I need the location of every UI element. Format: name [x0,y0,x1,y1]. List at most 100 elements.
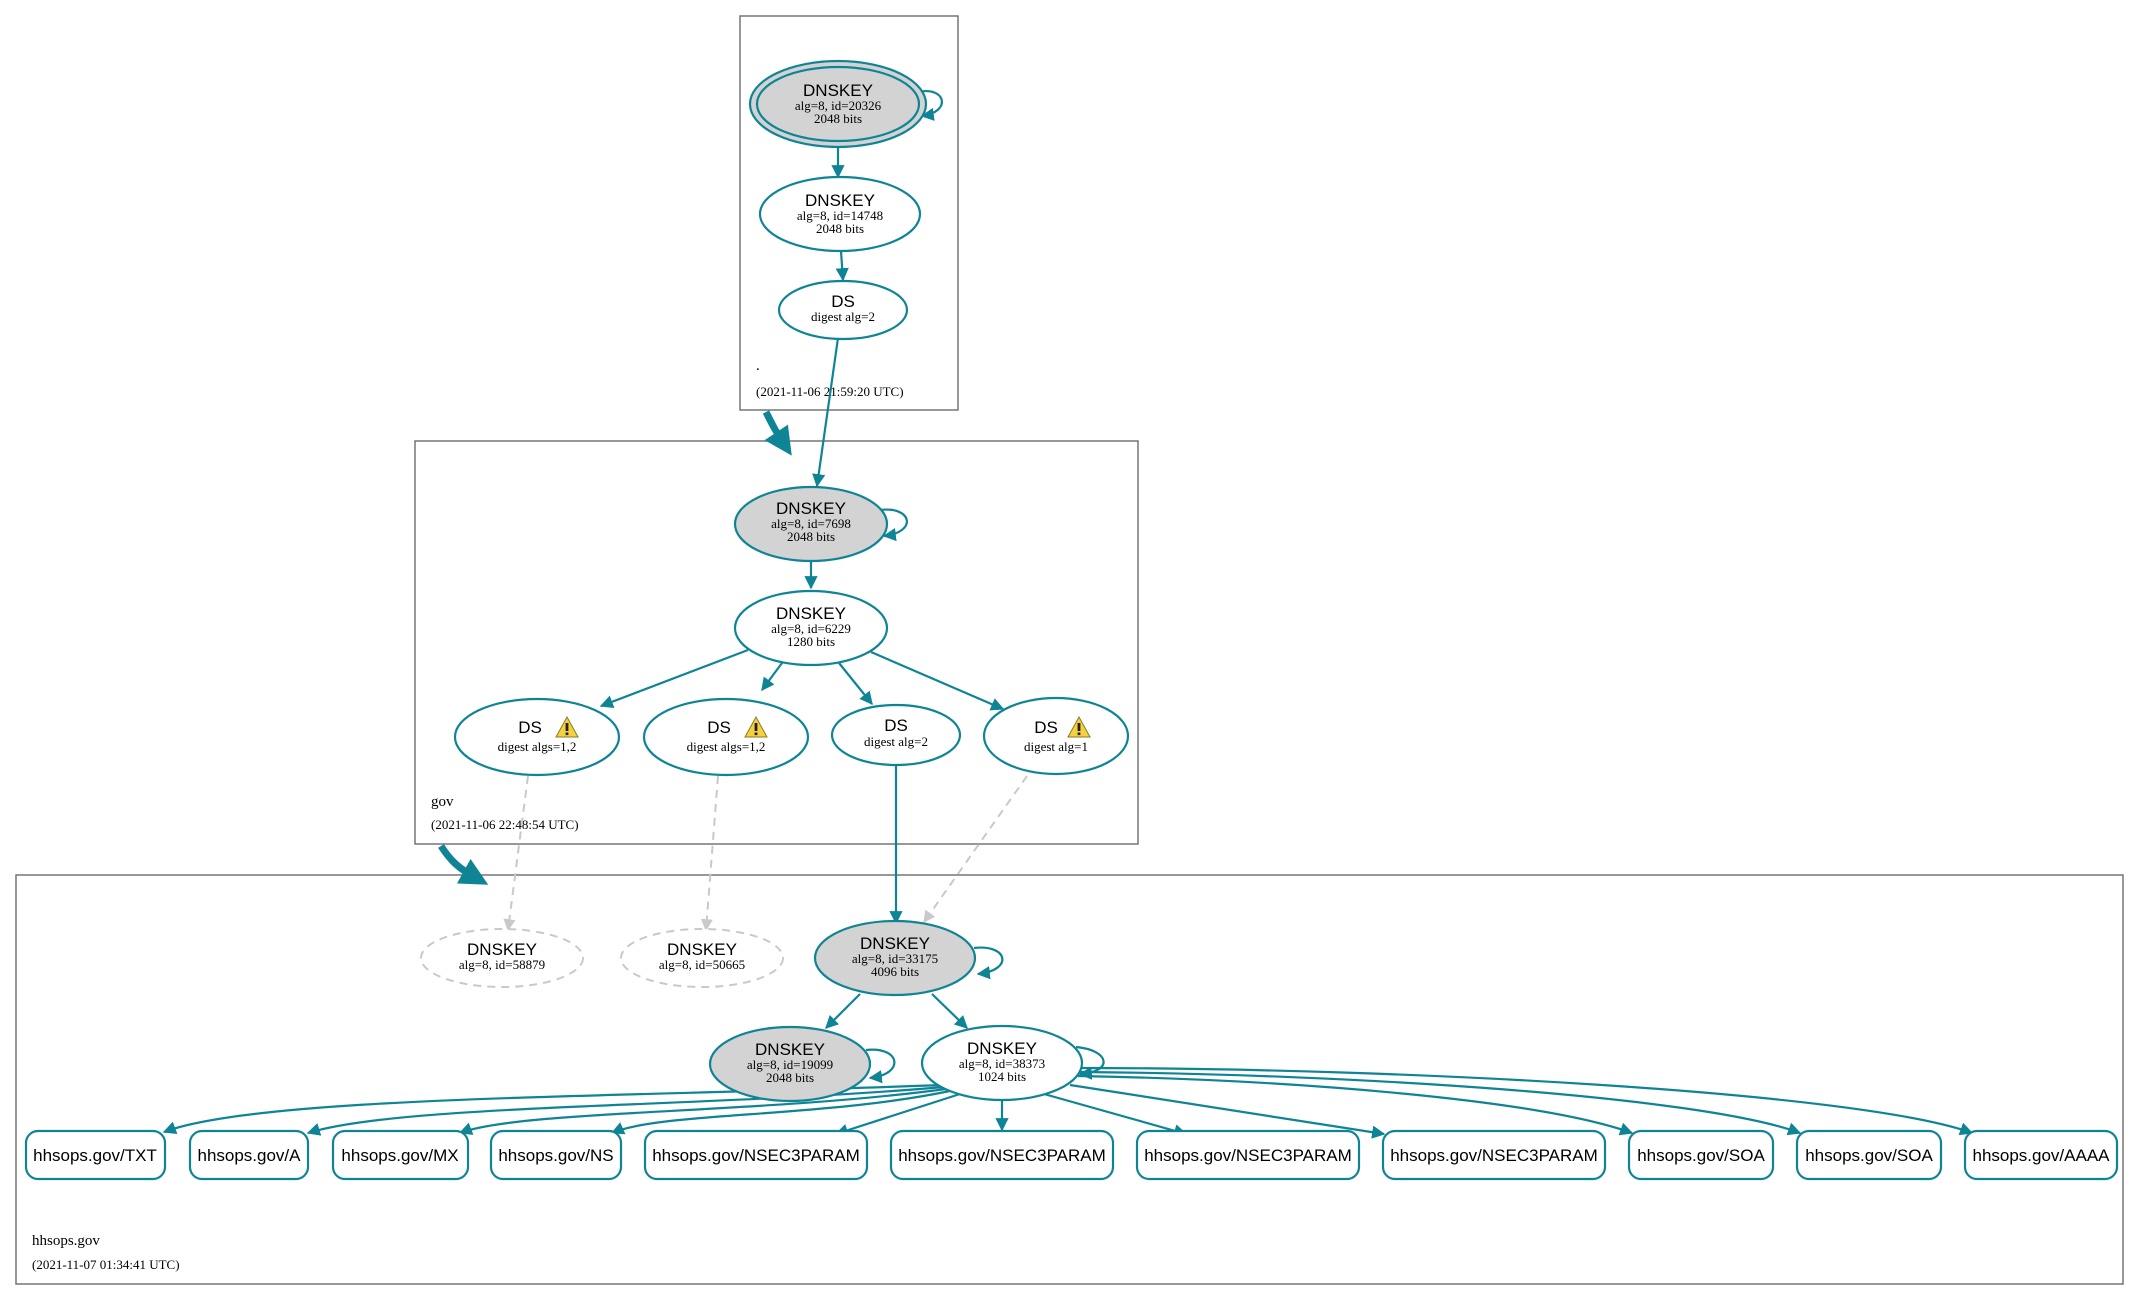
root-ksk-self-edge [917,90,943,121]
gov-ds4-title: DS [1034,718,1058,737]
gov-ds4-line1: digest alg=1 [1024,739,1088,754]
hh-sep2-node[interactable]: DNSKEY alg=8, id=19099 2048 bits [708,1025,872,1103]
gov-ksk-line2: 2048 bits [787,529,835,544]
rrset-txt-node[interactable]: hhsops.gov/TXT [24,1129,167,1181]
hh-missing2-title: DNSKEY [667,940,737,959]
gov-zsk-to-ds4-edge [870,650,1005,711]
root-zsk-node[interactable]: DNSKEY alg=8, id=14748 2048 bits [758,175,922,253]
rrset-nsec3param4-node[interactable]: hhsops.gov/NSEC3PARAM [1381,1129,1607,1181]
gov-ksk-line1: alg=8, id=7698 [771,516,851,531]
zone-gov-name: gov [431,794,454,810]
hh-ksk-to-sep2-edge [825,993,861,1029]
root-ksk-title: DNSKEY [803,81,873,100]
hh-sep2-title: DNSKEY [755,1040,825,1059]
hh-ksk-line1: alg=8, id=33175 [852,951,938,966]
hh-missing1-title: DNSKEY [467,940,537,959]
hh-zsk-node[interactable]: DNSKEY alg=8, id=38373 1024 bits [920,1024,1084,1102]
gov-ds2-line1: digest algs=1,2 [687,739,766,754]
hh-sep2-line2: 2048 bits [766,1070,814,1085]
gov-ds4-node[interactable]: DS digest alg=1 [982,696,1130,776]
delegation-root-gov-edge [762,410,792,456]
rrset-nsec3param2-label: hhsops.gov/NSEC3PARAM [898,1146,1106,1165]
rrset-txt-label: hhsops.gov/TXT [33,1146,157,1165]
rrset-ns-label: hhsops.gov/NS [498,1146,613,1165]
rrset-soa2-label: hhsops.gov/SOA [1805,1146,1933,1165]
root-zsk-to-ds-edge [835,250,849,282]
zone-hhsops-timestamp: (2021-11-07 01:34:41 UTC) [32,1257,180,1272]
rrset-mx-node[interactable]: hhsops.gov/MX [331,1129,470,1181]
zone-root-box [739,15,959,411]
hh-zsk-to-nsec3param3-edge [1043,1092,1188,1138]
root-ds-line1: digest alg=2 [811,309,875,324]
gov-ds1-line1: digest algs=1,2 [498,739,577,754]
root-zsk-line1: alg=8, id=14748 [797,208,883,223]
hh-zsk-to-ns-edge [610,1089,951,1135]
rrset-soa1-node[interactable]: hhsops.gov/SOA [1627,1129,1775,1181]
hh-ksk-self-edge [973,946,1004,980]
hh-zsk-to-nsec3param1-edge [834,1092,961,1137]
gov-zsk-line2: 1280 bits [787,634,835,649]
hh-zsk-to-soa2-edge [1079,1070,1802,1136]
gov-ds1-to-missing1-edge [503,775,529,932]
rrset-nsec3param1-label: hhsops.gov/NSEC3PARAM [652,1146,860,1165]
gov-ksk-node[interactable]: DNSKEY alg=8, id=7698 2048 bits [733,485,889,563]
gov-ds3-title: DS [884,716,908,735]
rrset-aaaa-label: hhsops.gov/AAAA [1972,1146,2110,1165]
zone-hhsops-name: hhsops.gov [32,1233,100,1249]
rrset-a-node[interactable]: hhsops.gov/A [188,1129,310,1181]
gov-zsk-to-ds1-edge [599,648,749,708]
gov-zsk-node[interactable]: DNSKEY alg=8, id=6229 1280 bits [733,589,889,667]
gov-ds1-node[interactable]: DS digest algs=1,2 [453,697,621,777]
hh-zsk-line2: 1024 bits [978,1069,1026,1084]
hh-zsk-to-aaaa-edge [1079,1066,1974,1136]
root-ksk-line2: 2048 bits [814,111,862,126]
root-zsk-line2: 2048 bits [816,221,864,236]
rrset-soa2-node[interactable]: hhsops.gov/SOA [1795,1129,1943,1181]
gov-ds2-title: DS [707,718,731,737]
rrset-nsec3param2-node[interactable]: hhsops.gov/NSEC3PARAM [889,1129,1115,1181]
hh-missing-dnskey1-node[interactable]: DNSKEY alg=8, id=58879 [420,928,584,988]
rrset-nsec3param3-node[interactable]: hhsops.gov/NSEC3PARAM [1135,1129,1361,1181]
gov-zsk-to-ds3-edge [838,662,873,706]
rrset-nsec3param1-node[interactable]: hhsops.gov/NSEC3PARAM [643,1129,869,1181]
hh-ksk-node[interactable]: DNSKEY alg=8, id=33175 4096 bits [813,919,977,997]
root-zsk-title: DNSKEY [805,191,875,210]
rrset-nsec3param3-label: hhsops.gov/NSEC3PARAM [1144,1146,1352,1165]
gov-ds3-line1: digest alg=2 [864,734,928,749]
root-ds-title: DS [831,292,855,311]
root-ds-node[interactable]: DS digest alg=2 [777,279,909,341]
hh-zsk-title: DNSKEY [967,1039,1037,1058]
hh-sep2-line1: alg=8, id=19099 [747,1057,833,1072]
hh-zsk-to-soa1-edge [1077,1074,1634,1136]
rrset-a-label: hhsops.gov/A [197,1146,301,1165]
hh-ksk-line2: 4096 bits [871,964,919,979]
hh-zsk-to-mx-edge [458,1087,947,1135]
gov-zsk-to-ds2-edge [761,662,783,692]
hh-sep2-self-edge [865,1048,896,1084]
root-ksk-node[interactable]: DNSKEY alg=8, id=20326 2048 bits [748,59,928,149]
hh-zsk-to-nsec3param4-edge [1069,1083,1386,1139]
gov-ksk-title: DNSKEY [776,499,846,518]
rrset-mx-label: hhsops.gov/MX [341,1146,458,1165]
hh-missing1-line1: alg=8, id=58879 [459,957,545,972]
rrset-soa1-label: hhsops.gov/SOA [1637,1146,1765,1165]
gov-ds4-to-hh-ksk-edge [923,775,1028,923]
root-ds-to-gov-ksk-edge [812,337,840,488]
rrset-ns-node[interactable]: hhsops.gov/NS [489,1129,623,1181]
hh-missing2-line1: alg=8, id=50665 [659,957,745,972]
root-ksk-line1: alg=8, id=20326 [795,98,882,113]
rrset-aaaa-node[interactable]: hhsops.gov/AAAA [1963,1129,2119,1181]
hh-zsk-line1: alg=8, id=38373 [959,1056,1045,1071]
gov-ds3-node[interactable]: DS digest alg=2 [830,703,962,767]
hh-ksk-title: DNSKEY [860,934,930,953]
rrset-nsec3param4-label: hhsops.gov/NSEC3PARAM [1390,1146,1598,1165]
hh-ksk-to-zsk-edge [931,993,968,1029]
gov-ksk-self-edge [879,508,908,542]
gov-zsk-line1: alg=8, id=6229 [771,621,851,636]
zone-gov-timestamp: (2021-11-06 22:48:54 UTC) [431,817,579,832]
gov-ds2-to-missing2-edge [700,775,719,932]
zone-hhsops-box [15,874,2124,1285]
gov-ds2-node[interactable]: DS digest algs=1,2 [642,697,810,777]
hh-missing-dnskey2-node[interactable]: DNSKEY alg=8, id=50665 [620,928,784,988]
